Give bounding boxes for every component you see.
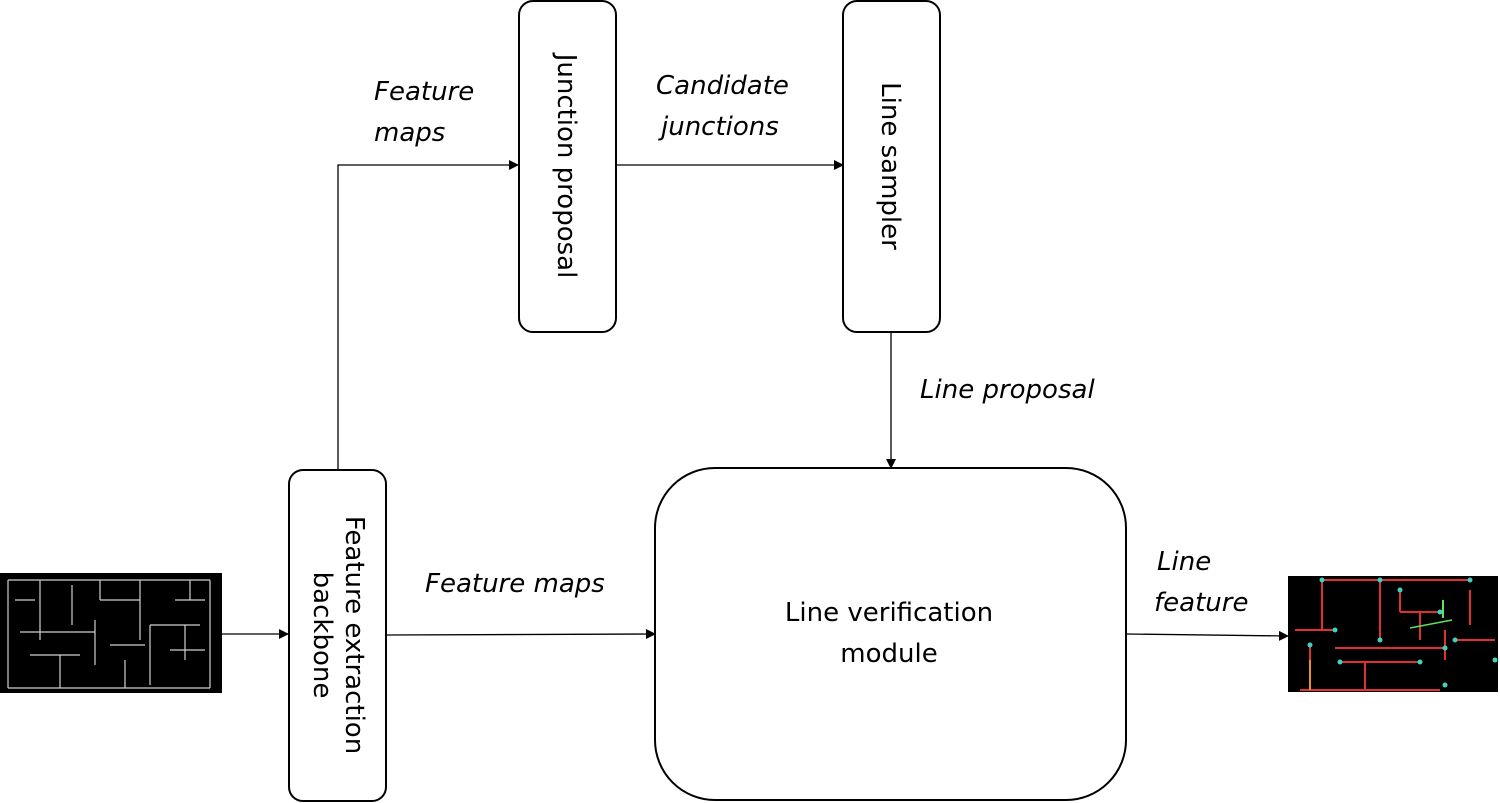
junction-proposal-box: [518, 0, 617, 333]
line-verification-box: [654, 467, 1127, 801]
edge-label-line-feature-line1: Line: [1157, 547, 1211, 577]
backbone-label: Feature extraction backbone: [307, 516, 369, 754]
edge-label-candidate-junctions-line2: junctions: [658, 112, 779, 142]
edge-backbone-to-verification: [385, 629, 656, 640]
edge-label-line-feature-line2: feature: [1154, 588, 1248, 618]
edge-label-line-proposal: Line proposal: [920, 375, 1095, 405]
input-floorplan-image: [0, 573, 222, 693]
backbone-label-line2: backbone: [307, 572, 337, 699]
verification-label-line2: module: [840, 639, 937, 669]
edge-label-feature-maps-top-line2: maps: [374, 118, 445, 148]
output-line-feature-image: [1288, 576, 1498, 692]
edge-label-candidate-junctions-line1: Candidate: [656, 71, 789, 101]
verification-label-line1: Line verification: [785, 598, 993, 628]
edge-label-feature-maps-bottom: Feature maps: [425, 569, 605, 599]
junction-proposal-label: Junction proposal: [551, 52, 581, 279]
line-sampler-label: Line sampler: [875, 82, 905, 250]
edge-backbone-to-junction: [337, 160, 519, 470]
backbone-label-line1: Feature extraction: [339, 516, 369, 754]
edge-verification-to-output: [1125, 630, 1289, 641]
edge-label-feature-maps-top-line1: Feature: [374, 77, 474, 107]
line-sampler-box: [842, 0, 941, 333]
backbone-box: [288, 469, 387, 802]
